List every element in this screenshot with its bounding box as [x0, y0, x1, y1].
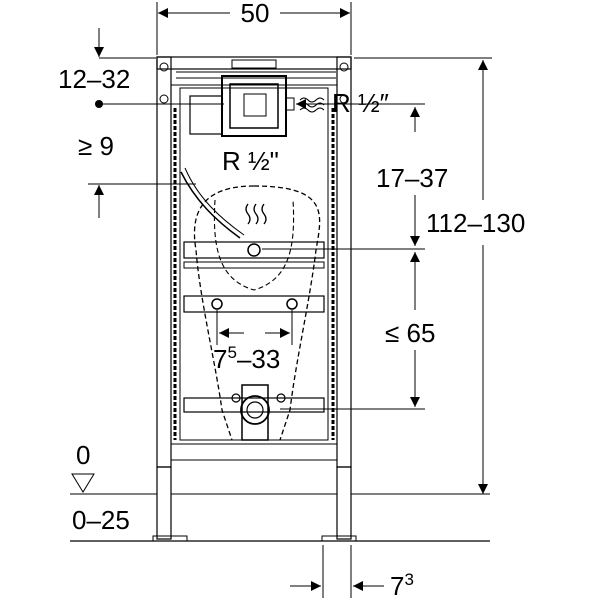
supply-hose	[180, 171, 241, 239]
frame	[152, 56, 357, 542]
cross-rails	[183, 241, 325, 413]
top-offset-label: 12–32	[58, 64, 130, 94]
floor-levels: 0 0–25	[70, 440, 490, 542]
supply-right-label: R ½″	[332, 88, 389, 118]
drain-fitting	[231, 384, 286, 441]
width-label: 50	[241, 0, 270, 28]
supply-box	[189, 75, 325, 137]
supply-right-callout: R ½″	[296, 88, 389, 118]
dim-supply-height: 17–37	[262, 103, 448, 250]
outlet-height-label: ≤ 65	[385, 318, 435, 348]
supply-center-label: R ½"	[222, 146, 279, 176]
svg-text:75–33: 75–33	[213, 343, 280, 374]
bracket-spacing-sup: 5	[227, 343, 236, 362]
bracket-spacing-rest: –33	[237, 344, 280, 374]
floor-zero-label: 0	[76, 440, 90, 470]
svg-text:73: 73	[390, 570, 414, 600]
bottom-depth-base: 7	[390, 571, 404, 600]
width-dimension: 50	[156, 0, 352, 55]
supply-height-label: 17–37	[376, 163, 448, 193]
dim-total-height: 112–130	[354, 57, 525, 494]
dim-top-offset: 12–32	[58, 28, 224, 108]
bracket-spacing-base: 7	[213, 344, 227, 374]
total-height-label: 112–130	[426, 208, 525, 238]
urinal-outline	[193, 185, 321, 441]
dim-outlet-height: ≤ 65	[280, 252, 435, 410]
dim-min-distance: ≥ 9	[78, 131, 196, 218]
dim-bracket-spacing: 75–33	[213, 310, 293, 374]
floor-range-label: 0–25	[72, 505, 130, 535]
bottom-depth-sup: 3	[404, 570, 413, 589]
dim-bottom-depth: 73	[290, 545, 414, 600]
min-distance-label: ≥ 9	[78, 131, 114, 161]
